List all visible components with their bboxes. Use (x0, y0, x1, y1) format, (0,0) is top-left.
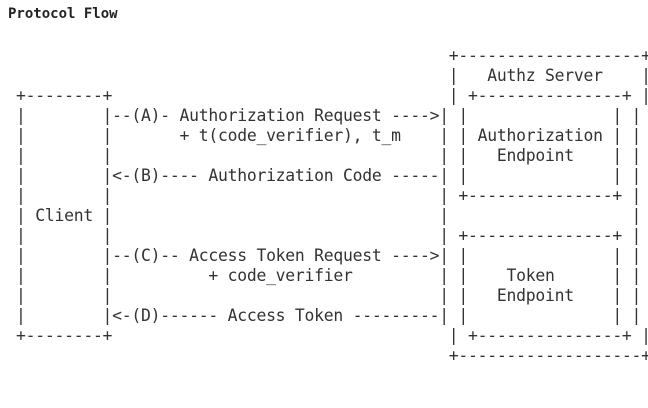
diagram-line-authorization-request: | |--(A)- Authorization Request ---->| |… (16, 106, 642, 125)
diagram-line-auth-endpoint-bottom: | | | +---------------+ | (16, 186, 642, 205)
diagram-line-authz-server-label: | Authz Server | (16, 66, 648, 85)
diagram-line-client-bottom-border: +--------+ | +---------------+ | (16, 326, 648, 345)
diagram-line-server-bottom-border: +-------------------+ (16, 346, 648, 365)
diagram-line-access-token-request: | |--(C)-- Access Token Request ---->| |… (16, 246, 642, 265)
diagram-line-code-verifier: | | + code_verifier | | Token | | (16, 266, 642, 285)
diagram-line-authorization-code: | |<-(B)---- Authorization Code -----| |… (16, 166, 642, 185)
diagram-line-server-top-border: +-------------------+ (16, 46, 648, 65)
diagram-line-authorization-endpoint: | | | | Endpoint | | (16, 146, 642, 165)
page-title: Protocol Flow (8, 6, 118, 22)
diagram-line-client-top-border: +--------+ | +---------------+ | (16, 86, 648, 105)
diagram-line-token-endpoint-top: | | | +---------------+ | (16, 226, 642, 245)
diagram-line-code-verifier-transform: | | + t(code_verifier), t_m | | Authoriz… (16, 126, 642, 145)
diagram-line-client-label: | Client | | | (16, 206, 642, 225)
protocol-flow-diagram: +-------------------+ | Authz Server |+-… (16, 46, 648, 366)
diagram-line-access-token: | |<-(D)------ Access Token ---------| |… (16, 306, 642, 325)
diagram-line-token-endpoint-label: | | | | Endpoint | | (16, 286, 642, 305)
